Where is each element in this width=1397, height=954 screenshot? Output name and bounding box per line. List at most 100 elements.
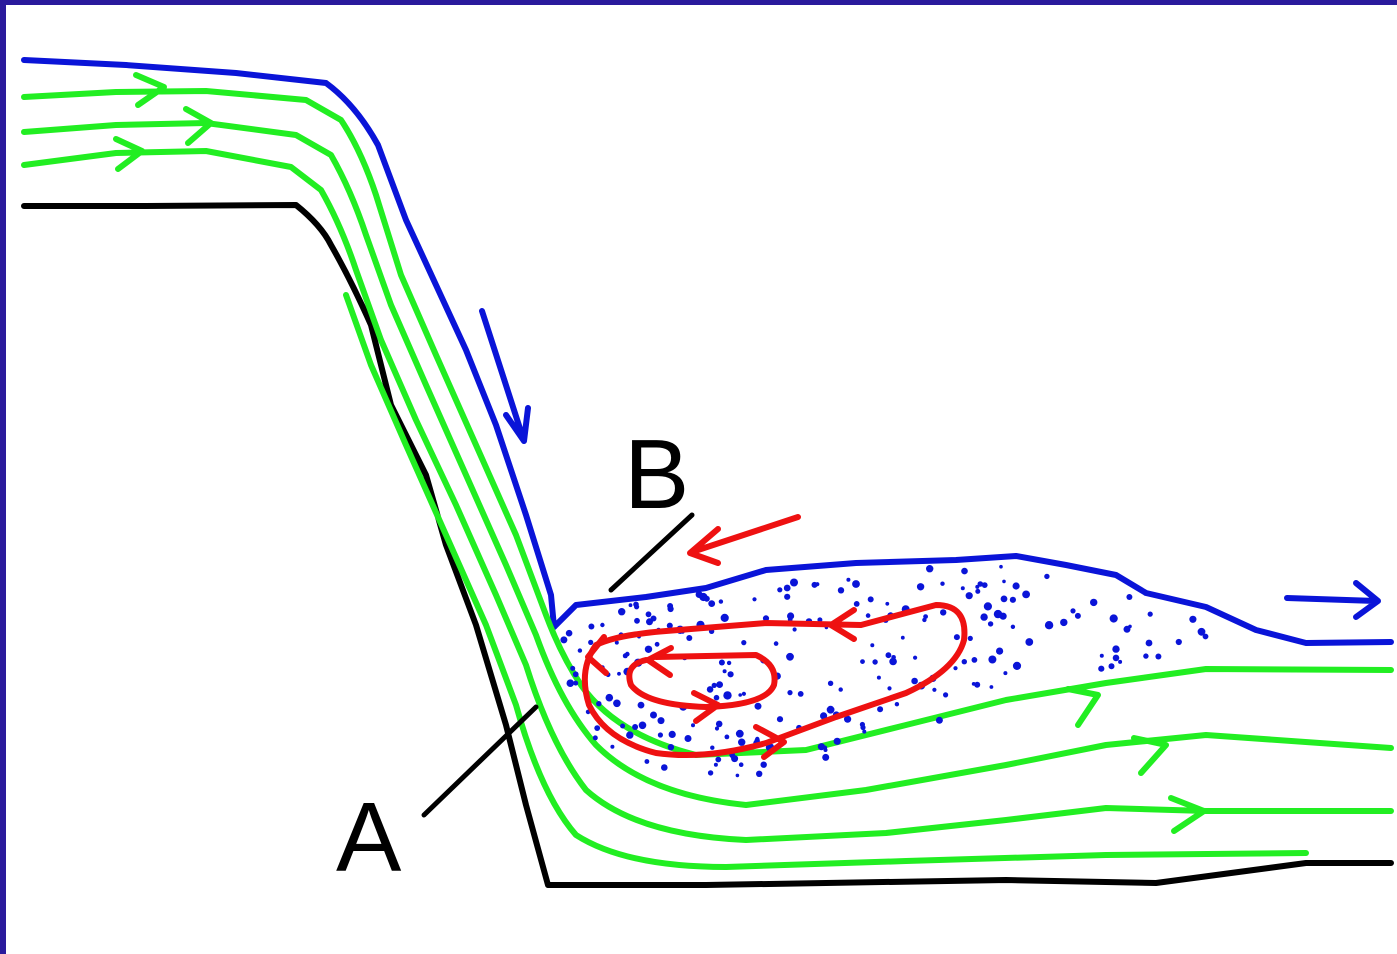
bubble — [1145, 639, 1153, 647]
bubble — [975, 584, 980, 589]
bubble — [900, 635, 905, 640]
bubble — [974, 681, 981, 688]
bubble — [885, 652, 892, 659]
streamline-3 — [21, 148, 1394, 843]
bubble — [953, 666, 958, 671]
bubble — [617, 671, 621, 676]
bubble — [980, 613, 988, 621]
bubble — [701, 594, 708, 601]
bubble — [975, 588, 981, 594]
bubble — [605, 693, 614, 702]
leader-line-b — [608, 512, 695, 593]
bubble — [1098, 665, 1105, 672]
eddy-inner-loop — [626, 652, 778, 710]
streamline-arrow-5 — [1131, 735, 1169, 776]
bubble — [827, 680, 834, 686]
bubble — [870, 643, 875, 648]
bubble — [1118, 659, 1123, 664]
bubble — [792, 627, 797, 632]
streamline-arrow-1 — [133, 72, 167, 108]
bubble — [852, 580, 860, 588]
bubble — [644, 645, 653, 653]
bubble — [960, 586, 965, 591]
bubble — [722, 669, 727, 674]
bubble — [971, 657, 978, 663]
leader-line-a — [421, 704, 539, 818]
hydraulic-jump-diagram: A B — [21, 57, 1394, 892]
bubble — [645, 611, 652, 618]
bubble — [684, 735, 692, 742]
label-b: B — [624, 419, 689, 529]
bubble — [987, 621, 994, 627]
bubble — [859, 721, 866, 728]
bubble — [894, 702, 900, 707]
flow-direction-arrows — [479, 308, 1381, 620]
bubble — [860, 659, 865, 664]
streamlines — [21, 88, 1394, 870]
bubble — [846, 577, 851, 582]
bubble — [713, 762, 718, 767]
bubble — [773, 641, 779, 646]
bubble — [632, 724, 639, 730]
bubble — [935, 716, 943, 724]
bubble — [885, 601, 890, 606]
bubble — [776, 716, 784, 723]
bubble — [817, 743, 826, 751]
streamline-arrow-3 — [113, 136, 145, 172]
bubble — [961, 567, 968, 575]
bubble — [911, 677, 918, 685]
bubble — [661, 764, 668, 771]
bubble — [1109, 614, 1118, 623]
bubble — [988, 655, 997, 664]
bubble — [723, 691, 732, 700]
bubble — [983, 602, 993, 611]
bubble — [762, 615, 770, 622]
bubble — [735, 773, 740, 778]
bubble — [577, 648, 583, 653]
bubble — [588, 639, 594, 646]
bubble — [1070, 608, 1076, 614]
bubble — [853, 601, 860, 607]
bubble — [844, 715, 852, 723]
bubble — [783, 584, 791, 592]
bubble — [626, 731, 634, 739]
bubble — [756, 770, 763, 777]
bubble — [596, 701, 602, 707]
bubble — [708, 600, 716, 607]
bubble — [1009, 596, 1017, 603]
bubble — [691, 723, 695, 728]
bubble — [1147, 611, 1153, 617]
water-surface-jump — [551, 553, 1394, 646]
bubble — [667, 603, 674, 609]
bubble — [668, 730, 676, 739]
bubble — [790, 578, 798, 587]
bubble — [1044, 621, 1054, 630]
bubble — [650, 711, 657, 719]
bubble — [657, 717, 665, 725]
bubble — [741, 640, 747, 646]
bubble — [726, 660, 732, 666]
bubble — [1090, 598, 1098, 607]
bubble — [943, 692, 949, 698]
bubble — [833, 737, 841, 745]
bubble — [872, 659, 878, 665]
bubble — [977, 581, 984, 587]
bubble — [752, 597, 757, 602]
bubble — [731, 755, 739, 763]
bubble — [638, 721, 647, 730]
bubble — [570, 665, 576, 671]
bubble — [891, 655, 896, 660]
bubble — [657, 732, 664, 738]
bubble — [940, 581, 945, 586]
bubble — [787, 690, 793, 696]
bubble — [628, 603, 633, 608]
bubble — [741, 691, 747, 696]
bubble — [1002, 579, 1006, 584]
bubble — [724, 734, 730, 740]
bubble — [560, 636, 568, 644]
bubble — [1025, 638, 1034, 646]
bubble — [713, 694, 720, 701]
bubble — [613, 699, 621, 708]
streamline-arrow-2 — [183, 106, 214, 146]
bubble — [797, 691, 804, 697]
